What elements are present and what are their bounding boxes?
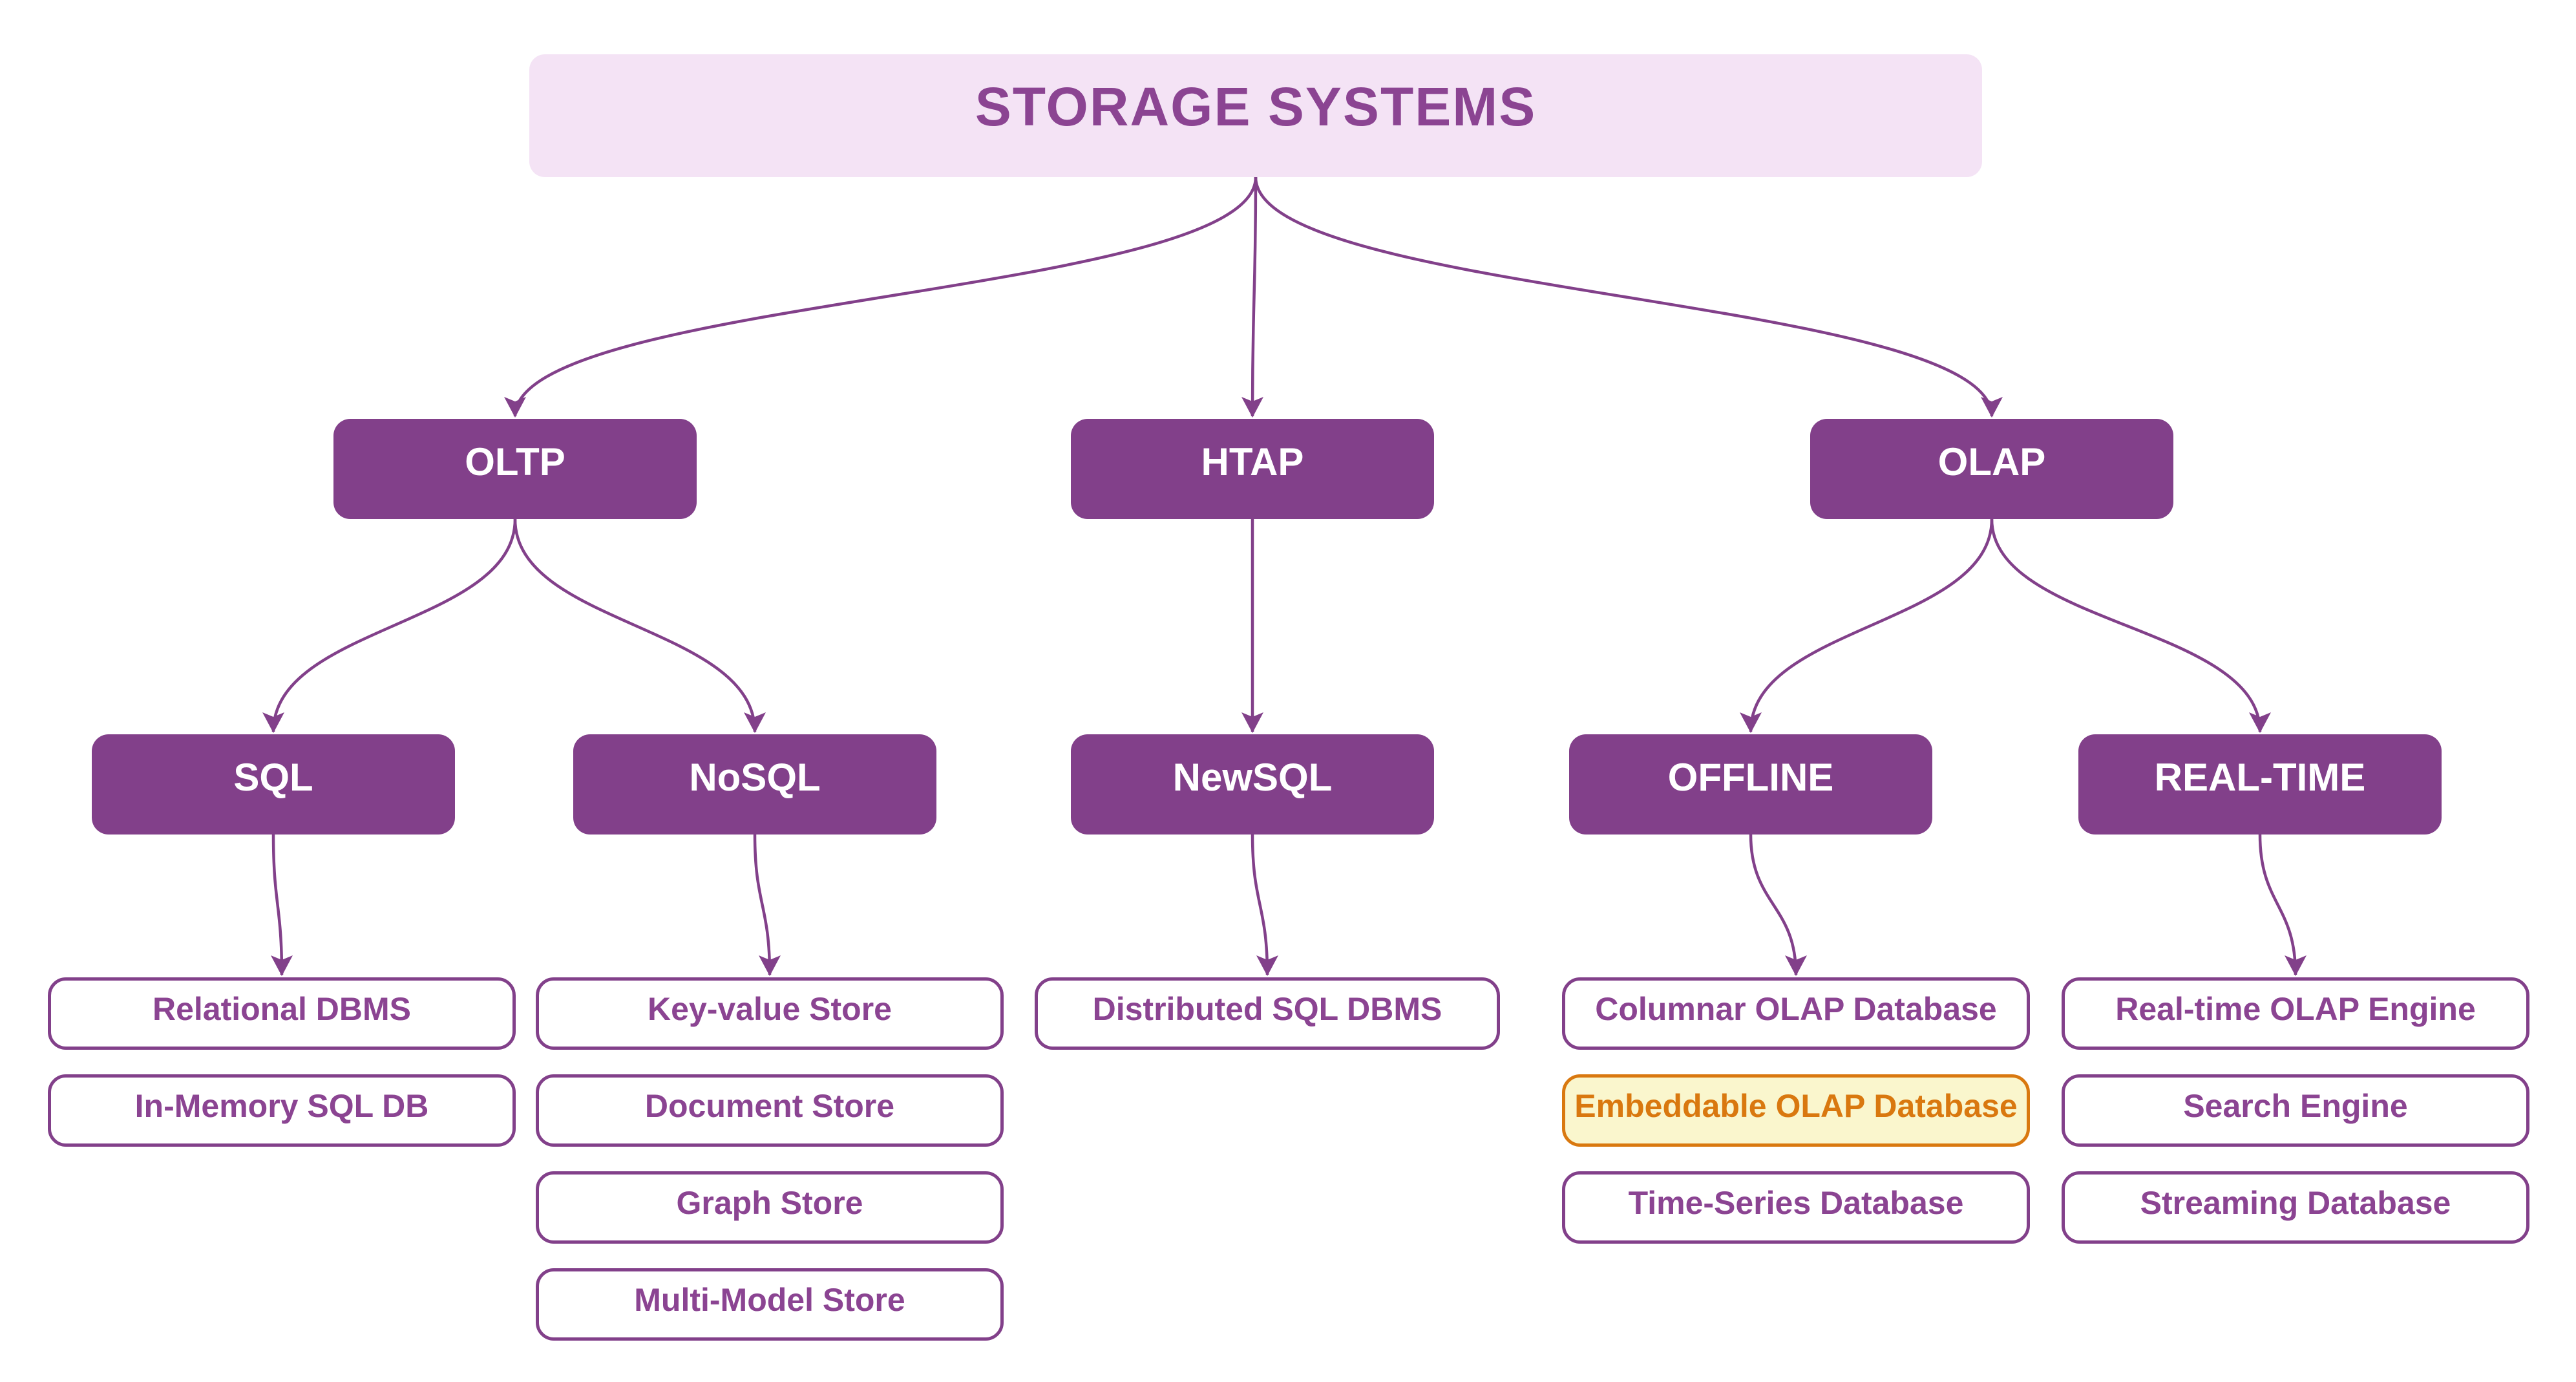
edge-nosql-to-key-value-store (753, 834, 781, 976)
edge-oltp-to-nosql (513, 518, 766, 733)
node-relational-dbms: Relational DBMS (48, 977, 516, 1050)
edge-group (262, 176, 2307, 976)
node-label: Relational DBMS (152, 991, 412, 1027)
node-realtime-olap-engine: Real-time OLAP Engine (2062, 977, 2529, 1050)
node-label: Distributed SQL DBMS (1092, 991, 1442, 1027)
node-oltp: OLTP (333, 419, 697, 519)
edge-olap-to-realtime (1990, 518, 2271, 733)
node-label: OFFLINE (1667, 755, 1834, 799)
node-label: SQL (233, 755, 313, 799)
node-offline: OFFLINE (1569, 734, 1932, 835)
node-label: Document Store (644, 1088, 895, 1124)
node-distributed-sql-dbms: Distributed SQL DBMS (1035, 977, 1500, 1050)
node-sql: SQL (92, 734, 455, 835)
node-multi-model-store: Multi-Model Store (536, 1268, 1004, 1341)
node-embeddable-olap-database: Embeddable OLAP Database (1562, 1074, 2030, 1147)
node-label: Embeddable OLAP Database (1574, 1088, 2018, 1124)
node-olap: OLAP (1810, 419, 2173, 519)
node-label: Streaming Database (2140, 1185, 2451, 1221)
edge-olap-to-offline (1740, 518, 1994, 733)
node-nosql: NoSQL (573, 734, 936, 835)
node-label: Real-time OLAP Engine (2115, 991, 2476, 1027)
node-label: In-Memory SQL DB (134, 1088, 429, 1124)
edge-oltp-to-sql (262, 518, 517, 733)
node-time-series-database: Time-Series Database (1562, 1171, 2030, 1244)
node-label: Columnar OLAP Database (1595, 991, 1997, 1027)
node-label: Graph Store (676, 1185, 863, 1221)
node-label: HTAP (1201, 440, 1304, 484)
node-columnar-olap-database: Columnar OLAP Database (1562, 977, 2030, 1050)
node-label: REAL-TIME (2154, 755, 2366, 799)
node-label: Multi-Model Store (634, 1282, 905, 1318)
edge-root-to-oltp (504, 176, 1258, 418)
node-label: Search Engine (2183, 1088, 2408, 1124)
node-label: Time-Series Database (1628, 1185, 1964, 1221)
node-graph-store: Graph Store (536, 1171, 1004, 1244)
node-label: NoSQL (689, 755, 821, 799)
node-root: STORAGE SYSTEMS (529, 54, 1982, 177)
node-label: STORAGE SYSTEMS (975, 76, 1537, 137)
node-newsql: NewSQL (1071, 734, 1434, 835)
node-document-store: Document Store (536, 1074, 1004, 1147)
edge-newsql-to-distributed-sql-dbms (1251, 834, 1278, 976)
node-label: OLTP (465, 440, 565, 484)
node-label: NewSQL (1172, 755, 1333, 799)
edge-offline-to-columnar-olap-database (1749, 834, 1807, 976)
node-realtime: REAL-TIME (2078, 734, 2442, 835)
edge-sql-to-relational-dbms (270, 834, 293, 976)
edge-root-to-olap (1254, 176, 2003, 418)
node-label: Key-value Store (648, 991, 892, 1027)
node-key-value-store: Key-value Store (536, 977, 1004, 1050)
node-streaming-database: Streaming Database (2062, 1171, 2529, 1244)
node-htap: HTAP (1071, 419, 1434, 519)
edge-root-to-htap (1241, 176, 1264, 418)
node-in-memory-sql-db: In-Memory SQL DB (48, 1074, 516, 1147)
node-label: OLAP (1937, 440, 2046, 484)
edge-realtime-to-realtime-olap-engine (2258, 834, 2307, 976)
node-search-engine: Search Engine (2062, 1074, 2529, 1147)
